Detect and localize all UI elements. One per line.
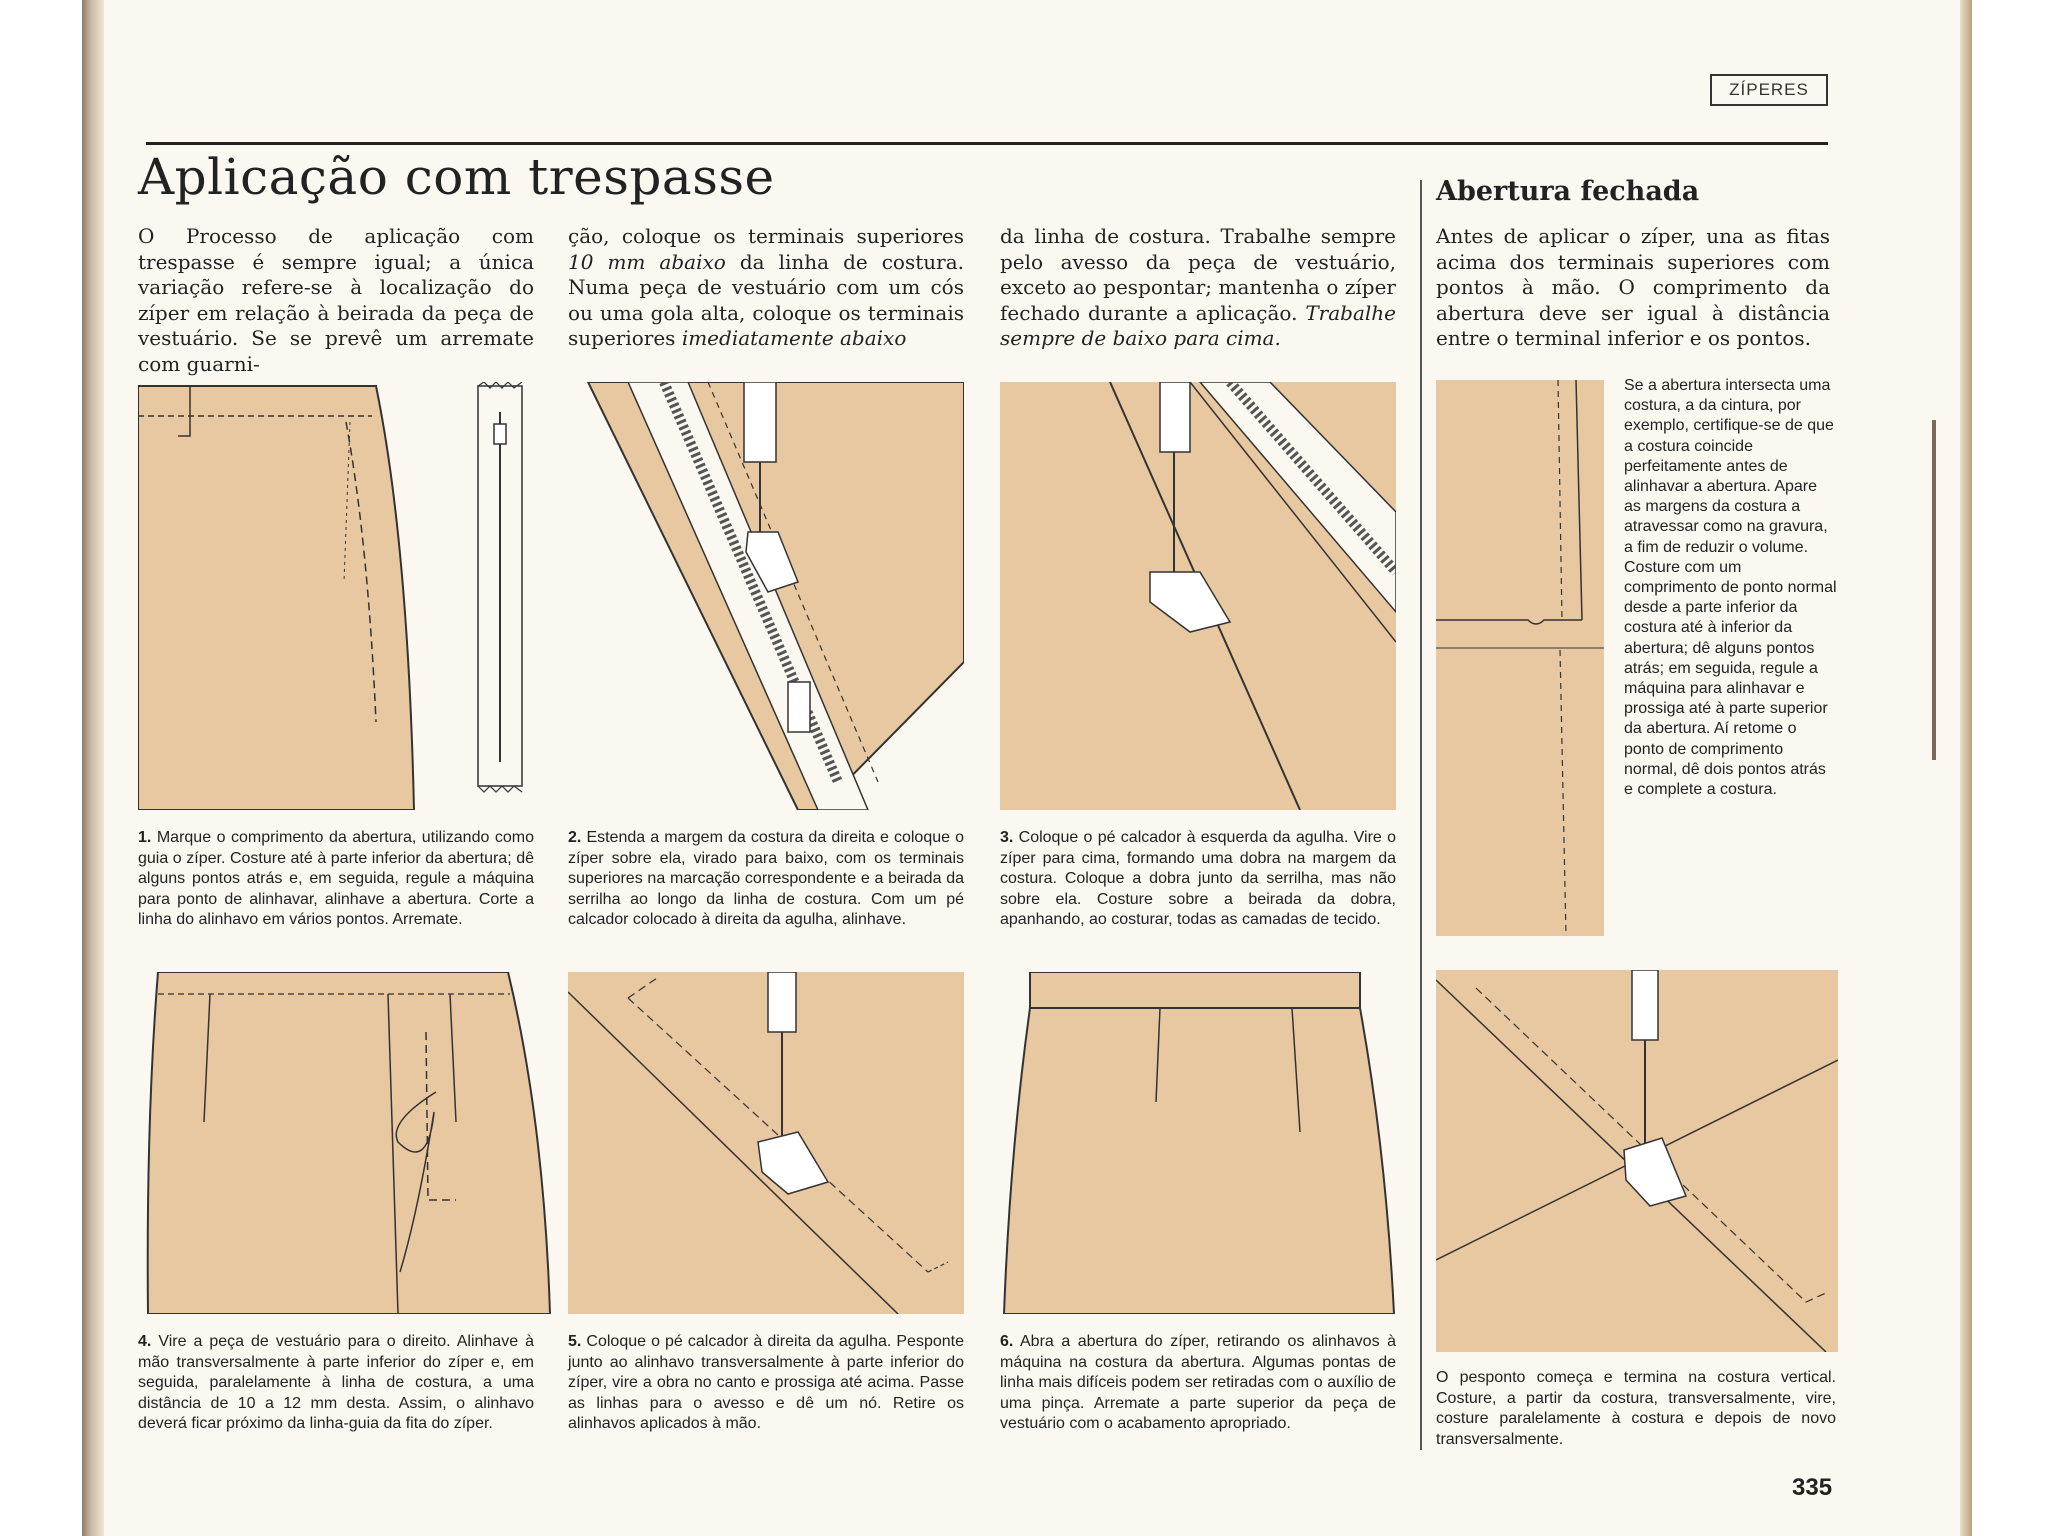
figure-1-skirt-and-zipper [138,382,552,810]
caption-step-1: 1. Marque o comprimento da abertura, uti… [138,828,534,931]
step-number: 1. [138,829,151,846]
step-number: 6. [1000,1333,1013,1350]
intro-text: ção, coloque os terminais superiores [568,224,964,248]
step-text: Estenda a margem da costura da direita e… [568,829,964,928]
page-edge-mark [1932,420,1936,760]
intro-column-2: ção, coloque os terminais superiores 10 … [568,224,964,352]
figure-3-fold-stitching [1000,382,1396,810]
step-text: Abra a abertura do zíper, retirando os a… [1000,1333,1396,1432]
step-number: 4. [138,1333,151,1350]
intro-emphasis: 10 mm abaixo [568,250,726,274]
page-number: 335 [1792,1474,1832,1502]
intro-column-3: da linha de costura. Trabalhe sempre pel… [1000,224,1396,352]
figure-6-finished-skirt [1000,972,1396,1314]
figure-closed-opening-stitching [1436,970,1838,1352]
caption-step-2: 2. Estenda a margem da costura da direit… [568,828,964,931]
figure-4-hand-basting [138,972,552,1314]
closed-opening-text: Antes de aplicar o zíper, una as fitas a… [1436,224,1830,352]
caption-step-3: 3. Coloque o pé calcador à esquerda da a… [1000,828,1396,931]
book-gutter-shadow [82,0,104,1536]
figure-closed-opening-seam [1436,380,1604,936]
page-edge [1960,0,1972,1536]
caption-step-5: 5. Coloque o pé calcador à direita da ag… [568,1332,964,1435]
closed-opening-sidenote: Se a abertura intersecta uma costura, a … [1624,376,1838,800]
header-rule [146,142,1828,145]
page-title: Aplicação com trespasse [138,148,775,206]
caption-step-4: 4. Vire a peça de vestuário para o direi… [138,1332,534,1435]
intro-emphasis: imediatamente abaixo [682,326,907,350]
intro-column-1: O Processo de aplicação com trespasse é … [138,224,534,377]
column-divider [1420,180,1422,1450]
section-tag: ZÍPERES [1710,74,1828,106]
figure-2-zipper-basting [568,382,964,810]
step-text: Vire a peça de vestuário para o direito.… [138,1333,534,1432]
step-number: 3. [1000,829,1013,846]
section-subtitle: Abertura fechada [1436,176,1699,207]
step-number: 2. [568,829,581,846]
step-number: 5. [568,1333,581,1350]
step-text: Coloque o pé calcador à direita da agulh… [568,1333,964,1432]
figure-5-topstitching [568,972,964,1314]
caption-step-6: 6. Abra a abertura do zíper, retirando o… [1000,1332,1396,1435]
step-text: Marque o comprimento da abertura, utiliz… [138,829,534,928]
step-text: Coloque o pé calcador à esquerda da agul… [1000,829,1396,928]
caption-closed-opening: O pesponto começa e termina na costura v… [1436,1368,1836,1450]
